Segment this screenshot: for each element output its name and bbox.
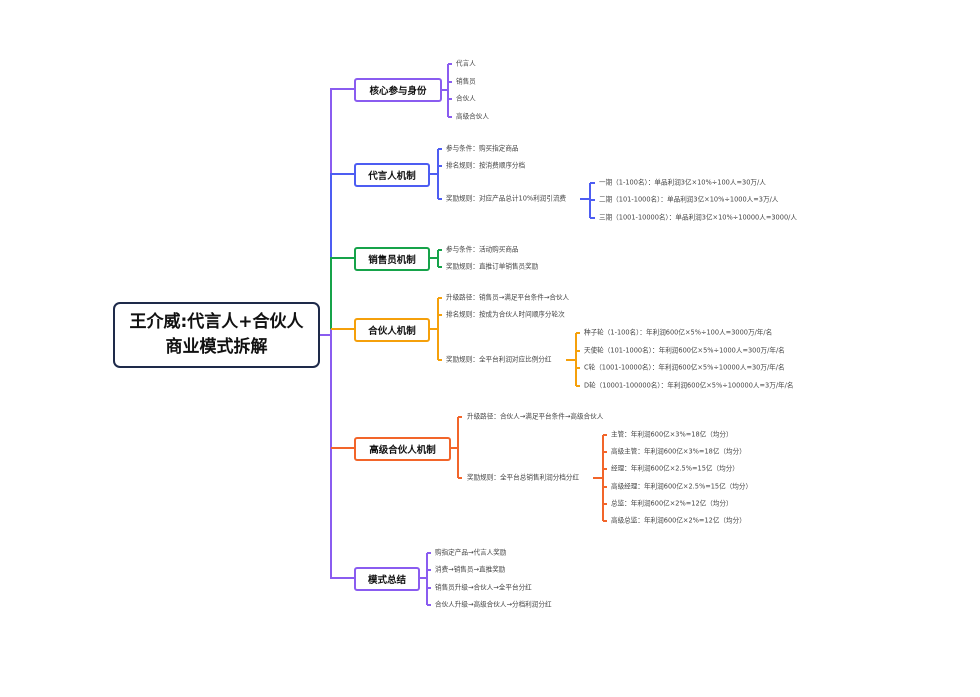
node-partner-mechanism[interactable]: 合伙人机制 [354, 318, 430, 342]
leaf-senior-sub[interactable]: 高级总监：年利润600亿×2%=12亿（均分） [611, 516, 746, 525]
root-title-line2: 商业模式拆解 [165, 337, 268, 357]
leaf-summary-item[interactable]: 合伙人升级→高级合伙人→分档利润分红 [435, 600, 552, 609]
leaf-core-item[interactable]: 高级合伙人 [456, 112, 489, 121]
leaf-senior-sub[interactable]: 总监：年利润600亿×2%=12亿（均分） [611, 499, 733, 508]
leaf-summary-item[interactable]: 消费→销售员→直推奖励 [435, 565, 506, 574]
node-core-identities[interactable]: 核心参与身份 [354, 78, 442, 102]
leaf-summary-item[interactable]: 销售员升级→合伙人→全平台分红 [435, 583, 532, 592]
leaf-partner-sub[interactable]: C轮（1001-10000名）：年利润600亿×5%÷10000人=30万/年/… [584, 363, 785, 372]
leaf-senior-item[interactable]: 升级路径：合伙人→满足平台条件→高级合伙人 [467, 412, 604, 421]
leaf-senior-sub[interactable]: 主管：年利润600亿×3%=18亿（均分） [611, 430, 733, 439]
leaf-ambassador-sub[interactable]: 一期（1-100名）：单品利润3亿×10%÷100人=30万/人 [599, 178, 766, 187]
leaf-senior-sub[interactable]: 经理：年利润600亿×2.5%=15亿（均分） [611, 464, 739, 473]
leaf-core-item[interactable]: 代言人 [456, 59, 476, 68]
leaf-partner-item[interactable]: 奖励规则：全平台利润对应比例分红 [446, 355, 552, 364]
node-senior-partner-mechanism[interactable]: 高级合伙人机制 [354, 437, 451, 461]
node-model-summary[interactable]: 模式总结 [354, 567, 420, 591]
leaf-partner-sub[interactable]: 天使轮（101-1000名）：年利润600亿×5%÷1000人=300万/年/名 [584, 346, 785, 355]
leaf-core-item[interactable]: 销售员 [456, 77, 476, 86]
leaf-senior-sub[interactable]: 高级主管：年利润600亿×3%=18亿（均分） [611, 447, 746, 456]
leaf-ambassador-item[interactable]: 参与条件：购买指定商品 [446, 144, 519, 153]
leaf-core-item[interactable]: 合伙人 [456, 94, 476, 103]
leaf-senior-sub[interactable]: 高级经理：年利润600亿×2.5%=15亿（均分） [611, 482, 753, 491]
leaf-partner-sub[interactable]: D轮（10001-100000名）：年利润600亿×5%÷100000人=3万/… [584, 381, 794, 390]
leaf-ambassador-sub[interactable]: 二期（101-1000名）：单品利润3亿×10%÷1000人=3万/人 [599, 195, 779, 204]
leaf-partner-sub[interactable]: 种子轮（1-100名）：年利润600亿×5%÷100人=3000万/年/名 [584, 328, 773, 337]
leaf-partner-item[interactable]: 升级路径：销售员→满足平台条件→合伙人 [446, 293, 570, 302]
leaf-ambassador-item[interactable]: 排名规则：按消费顺序分档 [446, 161, 526, 170]
root-topic[interactable]: 王介威:代言人+合伙人 商业模式拆解 [113, 302, 320, 368]
root-title-line1: 王介威:代言人+合伙人 [129, 312, 304, 332]
leaf-ambassador-item[interactable]: 奖励规则：对应产品总计10%利润引流费 [446, 194, 567, 203]
leaf-summary-item[interactable]: 购指定产品→代言人奖励 [435, 548, 507, 557]
leaf-partner-item[interactable]: 排名规则：按成为合伙人时间顺序分轮次 [446, 310, 565, 319]
leaf-ambassador-sub[interactable]: 三期（1001-10000名）：单品利润3亿×10%÷10000人=3000/人 [599, 213, 797, 222]
node-ambassador-mechanism[interactable]: 代言人机制 [354, 163, 430, 187]
leaf-senior-item[interactable]: 奖励规则：全平台总销售利润分档分红 [467, 473, 580, 482]
leaf-seller-item[interactable]: 奖励规则：直推订单销售员奖励 [446, 262, 539, 271]
leaf-seller-item[interactable]: 参与条件：活动购买商品 [446, 245, 519, 254]
node-seller-mechanism[interactable]: 销售员机制 [354, 247, 430, 271]
